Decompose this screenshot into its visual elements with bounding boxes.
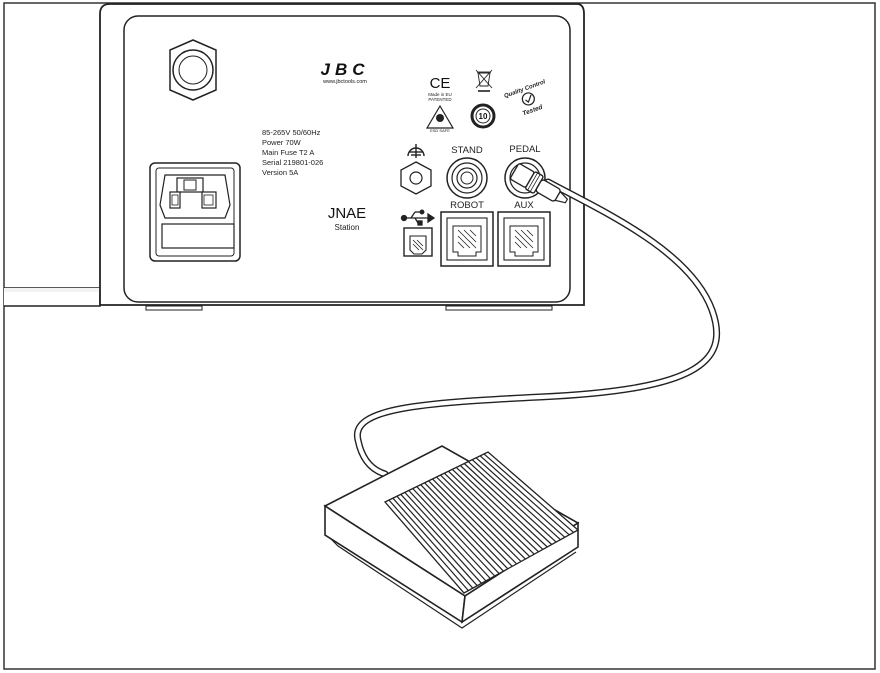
- usb-b-port[interactable]: [403, 227, 433, 257]
- aux-port-label: AUX: [514, 200, 534, 211]
- grip-ridge: [408, 490, 491, 579]
- grip-ridge: [404, 491, 487, 582]
- grip-ridge: [471, 459, 561, 541]
- station-foot-left: [145, 305, 203, 311]
- grip-ridge: [432, 478, 518, 565]
- spec-line: Version 5A: [262, 168, 298, 177]
- website-text: www.jbctools.com: [322, 79, 367, 85]
- grip-ridge: [455, 466, 544, 550]
- stand-port-label: STAND: [451, 145, 483, 156]
- weee-bin-icon: [475, 69, 493, 92]
- foot-pedal[interactable]: [323, 445, 580, 629]
- pedal-plug: [509, 163, 569, 204]
- svg-text:10: 10: [479, 112, 488, 121]
- pedal-cable: [355, 179, 719, 477]
- grip-ridge: [447, 470, 535, 555]
- jbc-logo: JBC www.jbctools.com: [320, 60, 369, 85]
- usb-icon: [400, 209, 436, 226]
- spec-lines: 85-265V 50/60Hz Power 70W Main Fuse T2 A…: [262, 128, 323, 177]
- grip-ridge: [420, 484, 504, 572]
- esd-safe-icon: ESD SAFE: [425, 104, 455, 133]
- grip-ridge: [459, 465, 548, 548]
- pedal-port-label: PEDAL: [509, 144, 540, 155]
- spec-line: Main Fuse T2 A: [262, 148, 314, 157]
- grip-ridge: [443, 472, 531, 558]
- model-name: JNAE: [328, 205, 366, 222]
- grip-ridge: [483, 453, 574, 533]
- grip-ridge: [400, 493, 482, 584]
- spec-line: Serial 219801-026: [262, 158, 323, 167]
- model-subtitle: Station: [335, 223, 360, 232]
- robot-port-label: ROBOT: [450, 200, 484, 211]
- spec-line: Power 70W: [262, 138, 302, 147]
- grip-ridge: [479, 455, 570, 536]
- patented-text: PATENTED: [428, 97, 452, 102]
- grip-ridge: [440, 474, 526, 560]
- grip-ridge: [424, 482, 509, 570]
- power-inlet-socket[interactable]: [149, 162, 241, 262]
- grip-ridge: [412, 488, 496, 577]
- grip-ridge: [428, 480, 513, 567]
- rohs-10-icon: 10: [470, 103, 496, 129]
- grip-ridge: [392, 497, 474, 589]
- grip-ridge: [463, 463, 553, 545]
- station-foot-right: [445, 305, 553, 311]
- aux-port[interactable]: [497, 211, 551, 267]
- ground-connector[interactable]: [400, 161, 432, 195]
- frame-border: [3, 2, 876, 670]
- svg-text:JBC: JBC: [320, 60, 369, 79]
- grip-ridge: [475, 457, 566, 538]
- grip-ridge: [436, 476, 522, 562]
- ground-terminal-icon: [407, 144, 425, 158]
- grip-ridge: [388, 499, 469, 591]
- robot-port[interactable]: [440, 211, 494, 267]
- foot-pedal-grip-ridges: [388, 453, 574, 591]
- grip-ridge: [467, 461, 557, 543]
- grip-ridge: [416, 486, 500, 575]
- ce-mark: CE: [430, 75, 451, 92]
- spec-line: 85-265V 50/60Hz: [262, 128, 321, 137]
- made-in-eu-text: Made in EU: [428, 92, 452, 97]
- esd-safe-text: ESD SAFE: [430, 128, 450, 133]
- stand-port[interactable]: [446, 157, 488, 199]
- cable-gland-nut: [169, 39, 217, 101]
- grip-ridge: [451, 468, 539, 553]
- grip-ridge: [396, 495, 478, 587]
